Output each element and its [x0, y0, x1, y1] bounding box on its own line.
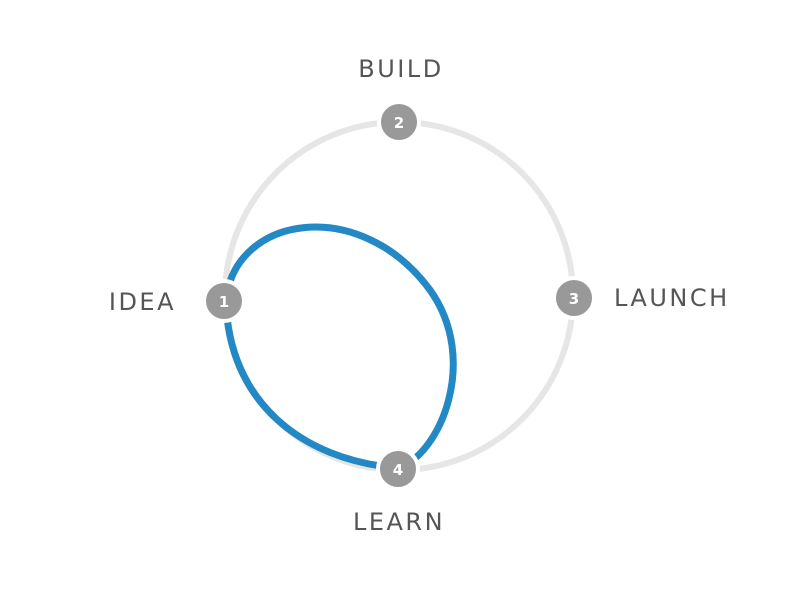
stage-node-idea: 1: [202, 279, 246, 323]
stage-label-learn: LEARN: [353, 508, 445, 536]
stage-label-launch: LAUNCH: [614, 284, 730, 312]
stage-node-learn: 4: [376, 447, 420, 491]
stage-node-marker: [376, 447, 420, 491]
stage-label-idea: IDEA: [109, 288, 176, 316]
stage-node-number: 2: [394, 114, 404, 132]
stage-label-build: BUILD: [358, 55, 443, 83]
stage-node-marker: [377, 100, 421, 144]
learning-loop: [222, 223, 457, 472]
stage-node-number: 4: [393, 461, 403, 479]
stage-node-marker: [202, 279, 246, 323]
stage-node-marker: [552, 276, 596, 320]
stage-node-number: 3: [569, 290, 579, 308]
stage-node-launch: 3: [552, 276, 596, 320]
stage-node-number: 1: [219, 293, 229, 311]
stage-node-build: 2: [377, 100, 421, 144]
